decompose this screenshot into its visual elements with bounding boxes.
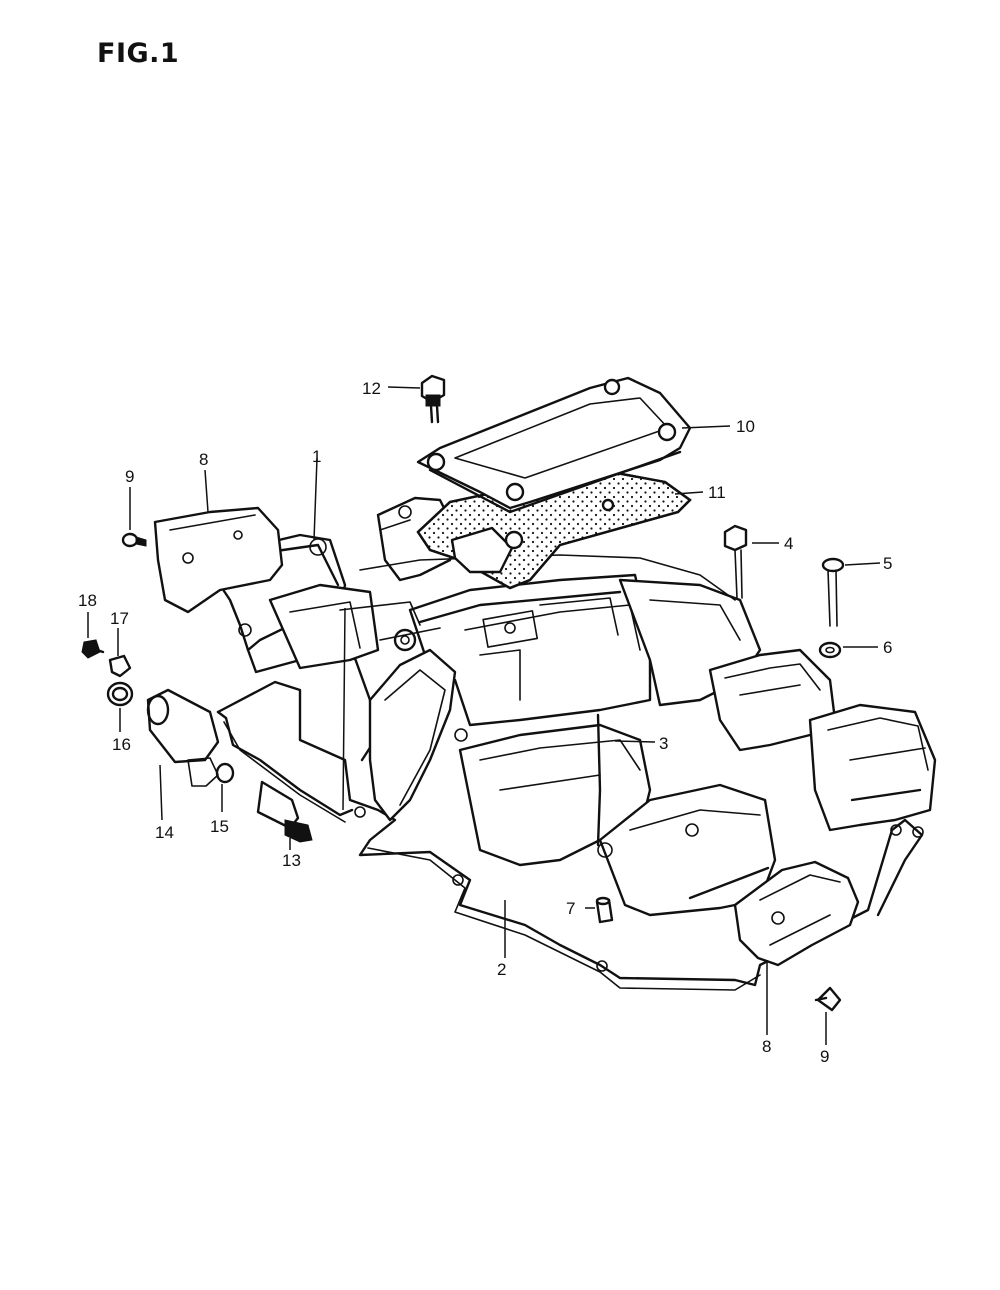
callout-8-lower: 8 (762, 1037, 771, 1056)
callout-12: 12 (362, 379, 381, 398)
callout-6: 6 (883, 638, 892, 657)
part-6-washer (818, 641, 842, 659)
part-4-bolt (723, 524, 748, 599)
part-10-cover-plate (416, 376, 692, 514)
part-18-screw (81, 639, 105, 659)
callout-13: 13 (282, 851, 301, 870)
callout-3: 3 (659, 734, 668, 753)
part-7-dowel (595, 896, 614, 924)
part-8-end-cap-right (733, 860, 860, 967)
part-9-screw-right (814, 986, 842, 1012)
callout-16: 16 (112, 735, 131, 754)
part-2-gasket (216, 680, 924, 991)
callout-1: 1 (312, 447, 321, 466)
callout-10: 10 (736, 417, 755, 436)
part-9-screw-left (121, 532, 147, 548)
callout-7: 7 (566, 899, 575, 918)
callout-2: 2 (497, 960, 506, 979)
callout-9-upper: 9 (125, 467, 134, 486)
figure-title: FIG.1 (97, 38, 180, 69)
callout-4: 4 (784, 534, 793, 553)
callout-labels: 12 10 11 9 8 1 4 5 6 18 17 16 14 15 13 3… (78, 379, 892, 1066)
callout-14: 14 (155, 823, 174, 842)
part-13-sensor (256, 780, 313, 843)
part-8-end-cap-left (153, 506, 284, 614)
callout-17: 17 (110, 609, 129, 628)
part-16-ring (106, 681, 134, 707)
part-5-bolt (821, 557, 845, 627)
part-15-o-ring (215, 762, 235, 784)
part-14-tube (146, 688, 220, 787)
callout-9-lower: 9 (820, 1047, 829, 1066)
part-12-bolt (420, 374, 446, 424)
callout-5: 5 (883, 554, 892, 573)
part-17-clamp (108, 654, 132, 678)
leader-lines (87, 386, 881, 1045)
callout-11: 11 (708, 483, 726, 502)
callout-18: 18 (78, 591, 97, 610)
callout-15: 15 (210, 817, 229, 836)
callout-8-upper: 8 (199, 450, 208, 469)
